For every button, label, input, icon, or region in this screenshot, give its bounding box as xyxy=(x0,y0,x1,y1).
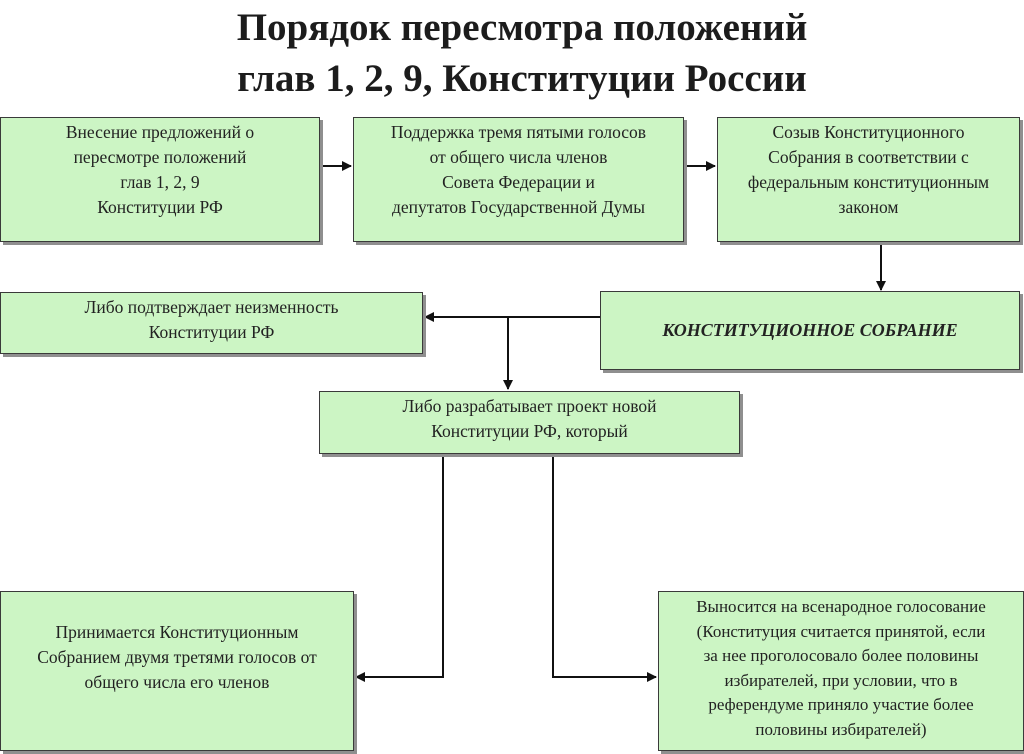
step-support-line: Поддержка тремя пятыми голосов xyxy=(390,122,647,142)
title-line-2: глав 1, 2, 9, Конституции России xyxy=(237,57,807,100)
step-support-line: Совета Федерации и xyxy=(442,172,595,192)
step-confirm-unchanged: Либо подтверждает неизменность Конституц… xyxy=(0,292,423,354)
step-proposal-line: глав 1, 2, 9 xyxy=(120,172,200,192)
step-convocation-line: Созыв Конституционного xyxy=(772,122,965,142)
step-proposal-line: пересмотре положений xyxy=(73,147,247,167)
step-referendum-line: избирателей, при условии, что в xyxy=(724,670,958,690)
step-adopted-line: общего числа его членов xyxy=(84,672,270,692)
step-support-line: депутатов Государственной Думы xyxy=(392,197,645,217)
diagram-title: Порядок пересмотра положений глав 1, 2, … xyxy=(0,2,1024,104)
step-adopted-line: Принимается Конституционным xyxy=(55,622,299,642)
arrow-draft-to-adopted xyxy=(355,455,444,682)
step-draft-line: Либо разрабатывает проект новой xyxy=(402,396,657,416)
constitutional-assembly-label: КОНСТИТУЦИОННОЕ СОБРАНИЕ xyxy=(662,320,958,340)
step-convocation-line: федеральным конституционным xyxy=(747,172,990,192)
step-convocation: Созыв Конституционного Собрания в соотве… xyxy=(717,117,1020,242)
step-draft-new: Либо разрабатывает проект новой Конститу… xyxy=(319,391,740,454)
arrow-draft-to-referendum xyxy=(552,455,657,682)
step-support-line: от общего числа членов xyxy=(429,147,608,167)
step-proposal-line: Конституции РФ xyxy=(97,197,223,217)
step-convocation-line: Собрания в соответствии с xyxy=(768,147,969,167)
step-proposal: Внесение предложений о пересмотре положе… xyxy=(0,117,320,242)
step-adopted-by-assembly: Принимается Конституционным Собранием дв… xyxy=(0,591,354,751)
step-draft-line: Конституции РФ, который xyxy=(431,421,628,441)
step-proposal-line: Внесение предложений о xyxy=(65,122,255,142)
step-referendum: Выносится на всенародное голосование (Ко… xyxy=(658,591,1024,751)
step-referendum-line: половины избирателей) xyxy=(755,719,927,739)
step-referendum-line: референдуме приняло участие более xyxy=(708,695,974,714)
title-line-1: Порядок пересмотра положений xyxy=(236,6,808,49)
step-convocation-line: законом xyxy=(838,197,899,217)
step-adopted-line: Собранием двумя третями голосов от xyxy=(37,647,317,667)
step-support: Поддержка тремя пятыми голосов от общего… xyxy=(353,117,684,242)
step-referendum-line: за нее проголосовало более половины xyxy=(703,646,979,665)
constitutional-assembly: КОНСТИТУЦИОННОЕ СОБРАНИЕ xyxy=(600,291,1020,370)
step-confirm-line: Конституции РФ xyxy=(148,322,275,342)
step-referendum-line: Выносится на всенародное голосование xyxy=(696,597,986,616)
step-confirm-line: Либо подтверждает неизменность xyxy=(84,297,339,317)
step-referendum-line: (Конституция считается принятой, если xyxy=(696,621,986,641)
